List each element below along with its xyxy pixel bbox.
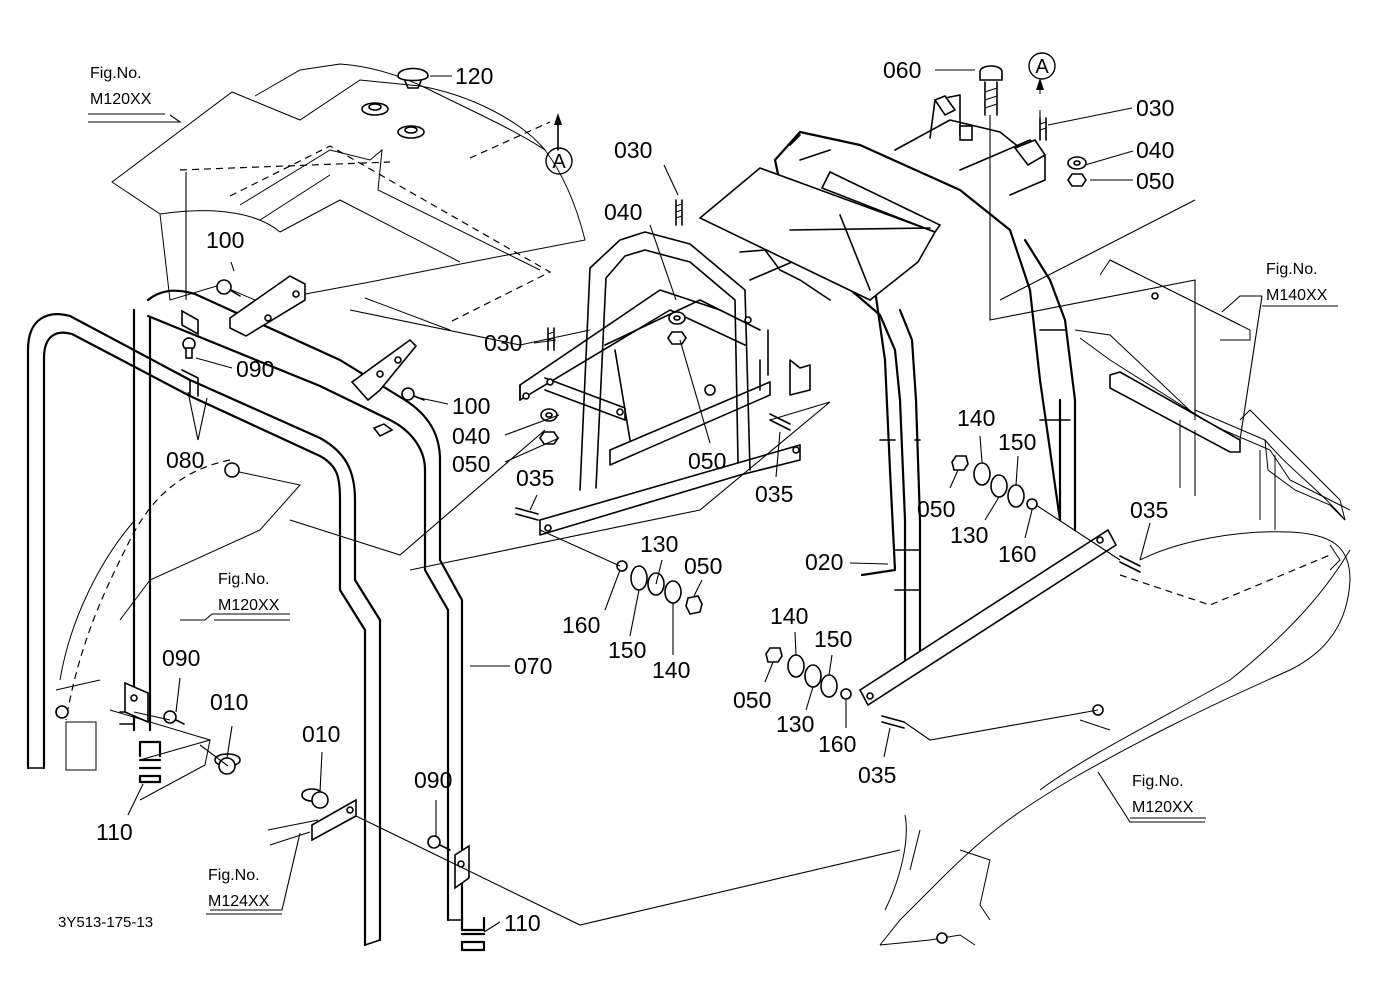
callout-035: 035 [755,481,793,507]
reference-marker-a-top: A [1028,52,1056,80]
callout-090: 090 [236,356,274,382]
callout-030: 030 [1136,95,1174,121]
callout-140: 140 [957,405,995,431]
fig-ref-line1: Fig.No. [208,867,260,884]
fig-ref-line1: Fig.No. [90,65,142,82]
callout-050: 050 [733,687,771,713]
callout-030: 030 [484,330,522,356]
rops-frame-left [26,289,470,947]
callout-030: 030 [614,137,652,163]
callout-060: 060 [883,57,921,83]
hardware-set [515,65,1141,729]
fig-ref-m120-top: Fig.No. M120XX [90,65,152,108]
callout-050: 050 [1136,168,1174,194]
callout-040: 040 [604,199,642,225]
callout-090: 090 [162,645,200,671]
reference-marker-a-left: A [545,147,573,175]
callout-100: 100 [452,393,490,419]
leader-lines [88,69,1263,933]
reference-marker-a-label: A [1035,56,1049,78]
callout-040: 040 [452,423,490,449]
callout-035: 035 [1130,497,1168,523]
diagram-id-label: 3Y513-175-13 [58,914,153,931]
rops-arch-right [698,94,1077,670]
callout-070: 070 [514,653,552,679]
fig-ref-m120-mid: Fig.No. M120XX [218,571,280,614]
top-cover-panel [111,63,586,331]
callout-130: 130 [640,531,678,557]
callout-100: 100 [206,227,244,253]
fig-ref-line1: Fig.No. [1266,261,1318,278]
fig-ref-line2: M124XX [208,893,270,910]
callout-010: 010 [210,689,248,715]
callout-020: 020 [805,549,843,575]
fig-ref-line2: M120XX [1132,799,1194,816]
left-hardware [138,275,486,952]
callout-040: 040 [1136,137,1174,163]
fig-ref-line2: M120XX [90,91,152,108]
callout-050: 050 [684,553,722,579]
callouts: 120 060 030 030 030 040 050 100 090 080 … [96,57,1174,936]
callout-130: 130 [950,522,988,548]
callout-010: 010 [302,721,340,747]
reference-marker-a-label: A [552,151,566,173]
callout-150: 150 [998,429,1036,455]
callout-080: 080 [166,447,204,473]
fig-ref-line1: Fig.No. [218,571,270,588]
callout-090: 090 [414,767,452,793]
left-fender-ghost [55,459,301,801]
fig-ref-underlines [88,113,1338,915]
callout-110: 110 [504,910,541,936]
fig-ref-line2: M120XX [218,597,280,614]
callout-160: 160 [562,612,600,638]
callout-120: 120 [455,63,493,89]
callout-035: 035 [516,465,554,491]
fig-ref-m124: Fig.No. M124XX [208,867,270,910]
callout-150: 150 [608,637,646,663]
callout-130: 130 [776,711,814,737]
callout-050: 050 [452,451,490,477]
center-subframe [519,231,831,536]
callout-035: 035 [858,762,896,788]
callout-110: 110 [96,819,133,845]
callout-150: 150 [814,626,852,652]
callout-140: 140 [652,657,690,683]
callout-050: 050 [688,448,726,474]
fig-ref-m120-right: Fig.No. M120XX [1132,773,1194,816]
callout-140: 140 [770,603,808,629]
right-lower-strap [858,528,1118,707]
fig-ref-m140: Fig.No. M140XX [1266,261,1328,304]
callout-050: 050 [917,496,955,522]
fig-ref-line2: M140XX [1266,287,1328,304]
callout-160: 160 [818,731,856,757]
fig-ref-line1: Fig.No. [1132,773,1184,790]
callout-160: 160 [998,541,1036,567]
right-fender-ghost [879,259,1351,946]
